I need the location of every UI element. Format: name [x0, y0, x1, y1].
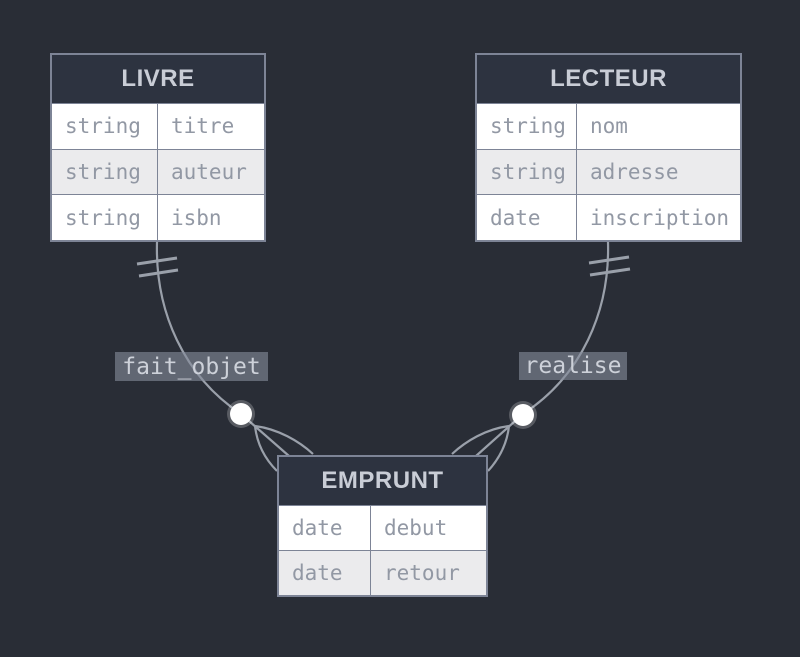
attribute-name-cell: nom [590, 114, 628, 139]
attribute-type-cell: date [279, 506, 371, 550]
many-marker-fait-objet-upper [254, 424, 314, 455]
relationship-label-realise: realise [519, 352, 627, 380]
one-marker-livre-hash2 [138, 268, 179, 278]
attribute-row: date inscription [477, 194, 740, 241]
attribute-name-cell: isbn [171, 205, 222, 230]
relationship-line-fait-objet [155, 241, 242, 415]
many-marker-fait-objet-lower [253, 425, 278, 472]
entity-lecteur: LECTEUR string nom string adresse date i… [475, 53, 742, 242]
attribute-name-cell: debut [384, 516, 448, 540]
entity-emprunt: EMPRUNT date debut date retour [277, 455, 488, 597]
attribute-type-cell: string [477, 104, 577, 149]
attribute-name-cell: adresse [590, 160, 679, 184]
attribute-name-cell: retour [384, 561, 460, 585]
entity-emprunt-title: EMPRUNT [321, 467, 444, 494]
attribute-type-cell: string [52, 104, 158, 149]
attribute-row: string titre [52, 103, 264, 149]
entity-lecteur-header: LECTEUR [477, 55, 740, 103]
attribute-name-cell: auteur [171, 160, 247, 184]
attribute-row: string adresse [477, 148, 740, 195]
one-marker-lecteur-hash2 [589, 267, 631, 277]
attribute-row: string isbn [52, 194, 264, 241]
attribute-row: date debut [279, 505, 486, 550]
zero-marker-fait-objet [230, 403, 252, 425]
attribute-type-cell: string [477, 149, 577, 195]
one-marker-livre-hash1 [136, 256, 178, 266]
entity-lecteur-title: LECTEUR [550, 65, 667, 92]
entity-emprunt-header: EMPRUNT [279, 457, 486, 505]
attribute-type-cell: string [52, 195, 158, 241]
attribute-type-cell: date [477, 195, 577, 241]
many-marker-realise-upper [451, 424, 510, 455]
many-marker-realise-lower [487, 425, 511, 472]
attribute-name-cell: titre [171, 114, 235, 139]
zero-marker-realise [512, 404, 534, 426]
entity-livre-title: LIVRE [121, 65, 195, 92]
attribute-row: string auteur [52, 148, 264, 195]
one-marker-lecteur-hash1 [588, 255, 630, 265]
relationship-label-fait-objet: fait_objet [115, 352, 268, 381]
attribute-name-cell: inscription [590, 205, 730, 230]
entity-livre: LIVRE string titre string auteur string … [50, 53, 266, 242]
attribute-row: string nom [477, 103, 740, 149]
relationship-line-realise [522, 241, 610, 415]
entity-livre-header: LIVRE [52, 55, 264, 103]
attribute-type-cell: string [52, 149, 158, 195]
attribute-row: date retour [279, 550, 486, 595]
attribute-type-cell: date [279, 551, 371, 595]
